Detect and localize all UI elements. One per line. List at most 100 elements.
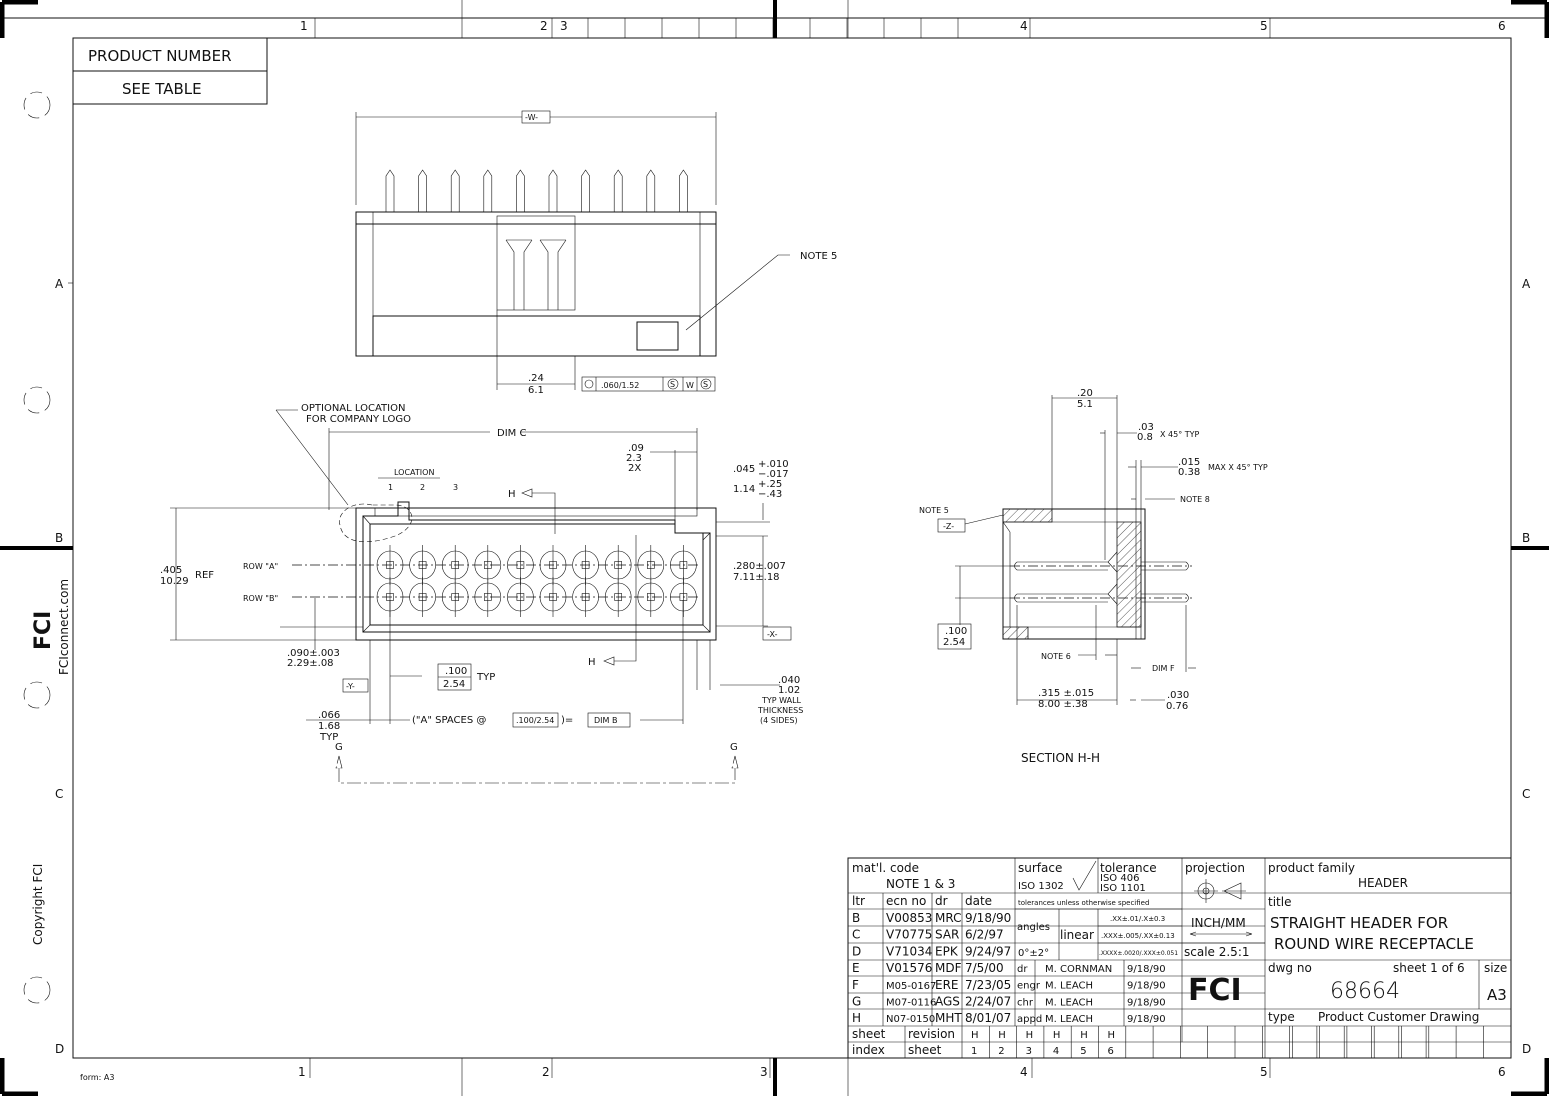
col-ltr: ltr: [852, 894, 865, 908]
location-3: 3: [453, 483, 458, 492]
zone-right-b: B: [1522, 531, 1530, 545]
row-a-label: ROW "A": [243, 562, 278, 571]
tolerance-label: tolerance: [1100, 861, 1157, 875]
tolerance-note: tolerances unless otherwise specified: [1018, 899, 1149, 907]
fci-side-logo: FCI: [31, 611, 56, 650]
signoff-role: appd: [1017, 1014, 1042, 1025]
surface-label: surface: [1018, 861, 1062, 875]
section-mark-g-left: G: [335, 742, 343, 753]
product-family-value: HEADER: [1358, 876, 1408, 890]
revision-cell: E: [852, 961, 860, 975]
sheet-row-label: sheet: [908, 1043, 942, 1057]
sheet-number: 2: [998, 1046, 1004, 1057]
angles-label: angles: [1017, 922, 1050, 933]
dim-09-in: .09: [628, 443, 644, 454]
revision-cell: MRC: [935, 911, 961, 925]
sheet-revision: H: [1108, 1030, 1116, 1041]
revision-cell: V00853: [886, 911, 932, 925]
position-symbol-icon: [584, 379, 594, 389]
revision-cell: M07-0116: [886, 998, 936, 1009]
pitch-in: .100: [445, 666, 467, 677]
edge-mm: 1.68: [318, 721, 340, 732]
pin: [613, 169, 623, 212]
spaces-label: ("A" SPACES @: [412, 715, 486, 726]
dim-114-mm: 1.14: [733, 484, 755, 495]
sheet-size: A3: [1487, 986, 1507, 1004]
wall-mm: 1.02: [778, 685, 800, 696]
title-line-2: ROUND WIRE RECEPTACLE: [1274, 935, 1474, 953]
form-size-label: form: A3: [80, 1073, 114, 1082]
product-number-value: SEE TABLE: [122, 80, 202, 98]
dim-03-in: .03: [1138, 422, 1154, 433]
edge-typ: TYP: [319, 732, 338, 743]
dim-030-mm: 0.76: [1166, 701, 1188, 712]
revision-cell: 9/18/90: [965, 911, 1011, 925]
revision-cell: M05-0167: [886, 981, 936, 992]
zone-bottom-5: 5: [1260, 1065, 1268, 1079]
signoff-date: 9/18/90: [1127, 997, 1166, 1008]
revision-cell: 6/2/97: [965, 928, 1004, 942]
dim-030-in: .030: [1167, 690, 1189, 701]
product-number-box: PRODUCT NUMBER SEE TABLE: [72, 37, 268, 105]
equals-sign: )=: [561, 715, 573, 726]
signoff-date: 9/18/90: [1127, 1014, 1166, 1025]
zone-bottom-6: 6: [1498, 1065, 1506, 1079]
revision-cell: V70775: [886, 928, 932, 942]
surface-finish-icon: [1072, 860, 1097, 891]
pitch-mm: 2.54: [443, 679, 465, 690]
fcf-tolerance: .060/1.52: [601, 381, 639, 390]
revision-cell: MDF: [935, 961, 962, 975]
revision-cell: 8/01/07: [965, 1011, 1011, 1025]
linear-label: linear: [1060, 928, 1094, 942]
signoff-role: engr: [1017, 981, 1041, 992]
sheet-of-label: sheet 1 of 6: [1393, 961, 1465, 975]
datum-y: -Y-: [346, 682, 355, 691]
third-angle-projection-icon: [1194, 879, 1246, 903]
size-label: size: [1484, 961, 1507, 975]
revision-cell: ERE: [935, 978, 959, 992]
linear-tol-2: .XXX±.005/.XX±0.13: [1101, 932, 1175, 940]
units-label: INCH/MM: [1191, 916, 1246, 930]
wall-in: .040: [778, 675, 800, 686]
top-view: -W- NOTE 5 .24 6.1 .060/1.52 S W S: [355, 110, 837, 396]
zone-left-c: C: [55, 787, 63, 801]
pin: [516, 169, 525, 212]
section-mark-h-top: H: [508, 489, 516, 500]
pin: [581, 169, 590, 212]
dim-114-tol-minus: −.43: [758, 489, 782, 500]
fci-logo: FCI: [1188, 973, 1242, 1008]
row-pitch-in: .280±.007: [733, 561, 786, 572]
zone-right-a: A: [1522, 277, 1531, 291]
sheet-number: 4: [1053, 1046, 1059, 1057]
corner-mark: [0, 1058, 38, 1096]
zone-top-5: 5: [1260, 19, 1268, 33]
logo-note-line2: FOR COMPANY LOGO: [306, 414, 411, 425]
zone-top-6: 6: [1498, 19, 1506, 33]
spaces-pitch-box: .100/2.54: [516, 716, 554, 725]
projection-label: projection: [1185, 861, 1245, 875]
dim-f-label: DIM F: [1152, 664, 1175, 673]
datum-x: -X-: [767, 630, 778, 639]
copyright-text: Copyright FCI: [31, 864, 45, 945]
zone-top-3: 3: [560, 19, 568, 33]
section-pitch-mm: 2.54: [943, 637, 965, 648]
zone-left-b: B: [55, 531, 63, 545]
col-ecn-no: ecn no: [886, 894, 926, 908]
col-date: date: [965, 894, 992, 908]
edge-in: .066: [318, 710, 340, 721]
linear-tol-3: .XXXX±.0020/.XXX±0.051: [1099, 950, 1178, 957]
dim-20-in: .20: [1077, 388, 1093, 399]
note-5-label: NOTE 5: [800, 251, 837, 262]
row-pitch-mm: 7.11±.18: [733, 572, 780, 583]
zone-top-4: 4: [1020, 19, 1028, 33]
zone-bottom-3: 3: [760, 1065, 768, 1079]
dim-09-mm: 2.3: [626, 453, 642, 464]
logo-note-line1: OPTIONAL LOCATION: [301, 403, 405, 414]
pin: [646, 169, 656, 212]
